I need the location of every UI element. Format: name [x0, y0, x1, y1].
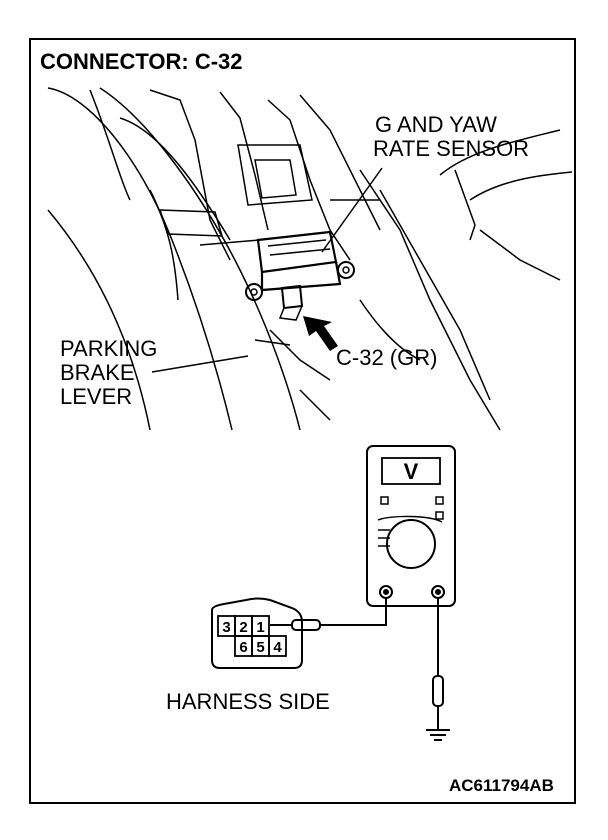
lever-label-line2: BRAKE	[60, 360, 135, 385]
voltmeter-body	[366, 445, 456, 607]
harness-side-label: HARNESS SIDE	[166, 689, 330, 714]
figure-id: AC611794AB	[449, 776, 554, 795]
vehicle-console-sketch	[47, 87, 573, 431]
harness-pins: 3 2 1 6 5 4	[222, 619, 282, 656]
negative-probe	[432, 675, 444, 730]
lever-leader-line	[151, 355, 249, 373]
voltmeter-dial	[386, 519, 436, 569]
voltmeter-display-label: V	[404, 459, 419, 484]
sensor-label-line1: G AND YAW	[375, 112, 497, 137]
diagram-title: CONNECTOR: C-32	[40, 49, 243, 74]
ground-icon	[426, 729, 450, 741]
positive-probe	[270, 619, 321, 631]
pin-label: 2	[239, 619, 247, 636]
pin-label: 3	[222, 619, 230, 636]
figure-frame	[29, 38, 576, 804]
pin-label: 6	[239, 639, 247, 656]
pin-label: 1	[256, 619, 264, 636]
connector-arrow	[303, 316, 338, 351]
lever-label-line1: PARKING	[60, 336, 158, 361]
pin-label: 4	[273, 639, 282, 656]
lever-label-line3: LEVER	[60, 384, 133, 409]
voltmeter-display	[381, 457, 441, 485]
connector-label: C-32 (GR)	[336, 345, 438, 370]
harness-connector	[211, 597, 303, 669]
sensor-leader-line	[321, 167, 383, 253]
sensor-label-line2: RATE SENSOR	[373, 136, 530, 161]
voltmeter	[366, 445, 456, 607]
positive-probe-wire	[318, 598, 387, 626]
pin-label: 5	[256, 639, 264, 656]
